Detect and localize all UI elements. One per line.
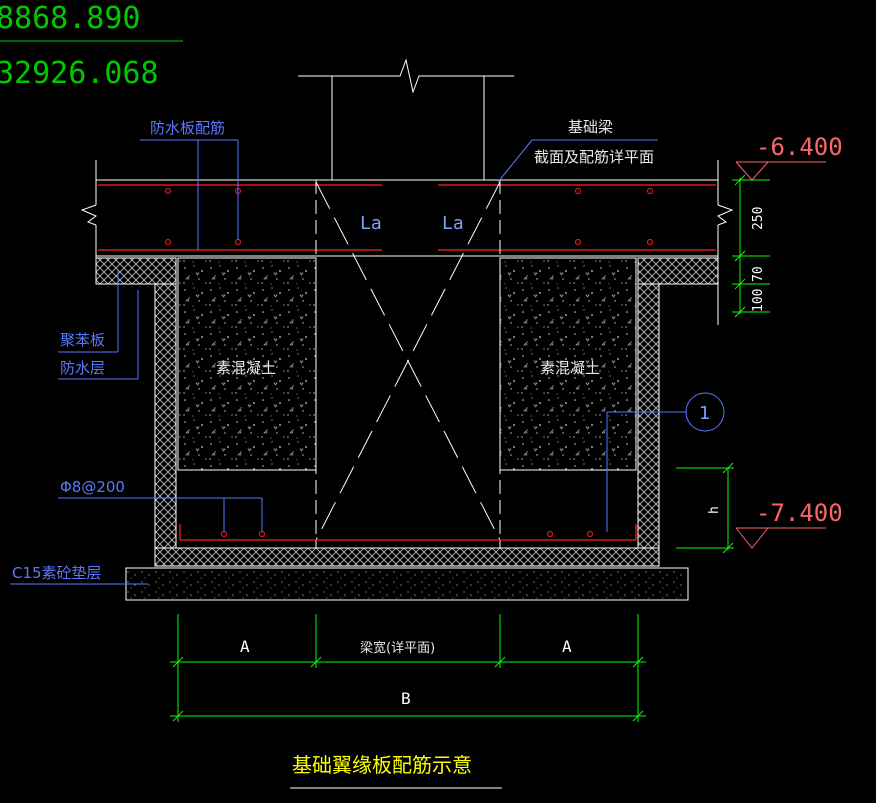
eps-waterproof-layer	[95, 257, 719, 567]
coord-y-readout: 32926.068	[0, 56, 159, 91]
la-right-label: La	[442, 213, 464, 234]
waterproof-layer-label: 防水层	[60, 359, 105, 377]
beam-sub-label: 截面及配筋详平面	[534, 148, 654, 166]
dim-250: 250	[751, 207, 766, 230]
beam-title-label: 基础梁	[568, 118, 613, 136]
plain-concrete-left-label: 素混凝土	[216, 359, 276, 377]
slab-rebar-dots	[165, 188, 653, 245]
la-left-label: La	[360, 213, 382, 234]
bottom-rebar	[179, 524, 637, 541]
detail-marker-circle	[685, 392, 725, 432]
upper-beam	[298, 58, 514, 180]
dim-70: 70	[751, 266, 766, 282]
dim-a-right: A	[562, 637, 572, 656]
dim-beam-width: 梁宽(详平面)	[360, 640, 435, 656]
detail-marker-number: 1	[699, 403, 710, 424]
c15-cushion	[125, 567, 689, 601]
elevation-bottom-value: -7.400	[756, 499, 843, 527]
dim-a-left: A	[240, 637, 250, 656]
right-dimensions	[676, 174, 770, 554]
drawing-title: 基础翼缘板配筋示意	[292, 753, 472, 777]
leader-lines	[10, 139, 686, 585]
elevation-mark-bottom: -7.400	[735, 499, 843, 549]
dim-100: 100	[751, 289, 766, 312]
plain-concrete-fill	[177, 257, 637, 471]
cushion-label: C15素砼垫层	[12, 564, 102, 582]
elevation-mark-top: -6.400	[735, 133, 843, 181]
rebar-spec-label: Φ8@200	[60, 478, 125, 496]
dim-b: B	[401, 689, 411, 708]
beam-core	[315, 180, 501, 548]
dim-h: h	[707, 506, 722, 514]
coord-x-readout: 8868.890	[0, 1, 141, 36]
bottom-dimensions	[170, 614, 646, 722]
waterproof-slab	[80, 160, 734, 325]
slab-rebars	[98, 184, 716, 251]
eps-board-label: 聚苯板	[60, 331, 105, 349]
elevation-top-value: -6.400	[756, 133, 843, 161]
plain-concrete-right-label: 素混凝土	[540, 359, 600, 377]
waterproof-rebar-label: 防水板配筋	[150, 119, 225, 137]
